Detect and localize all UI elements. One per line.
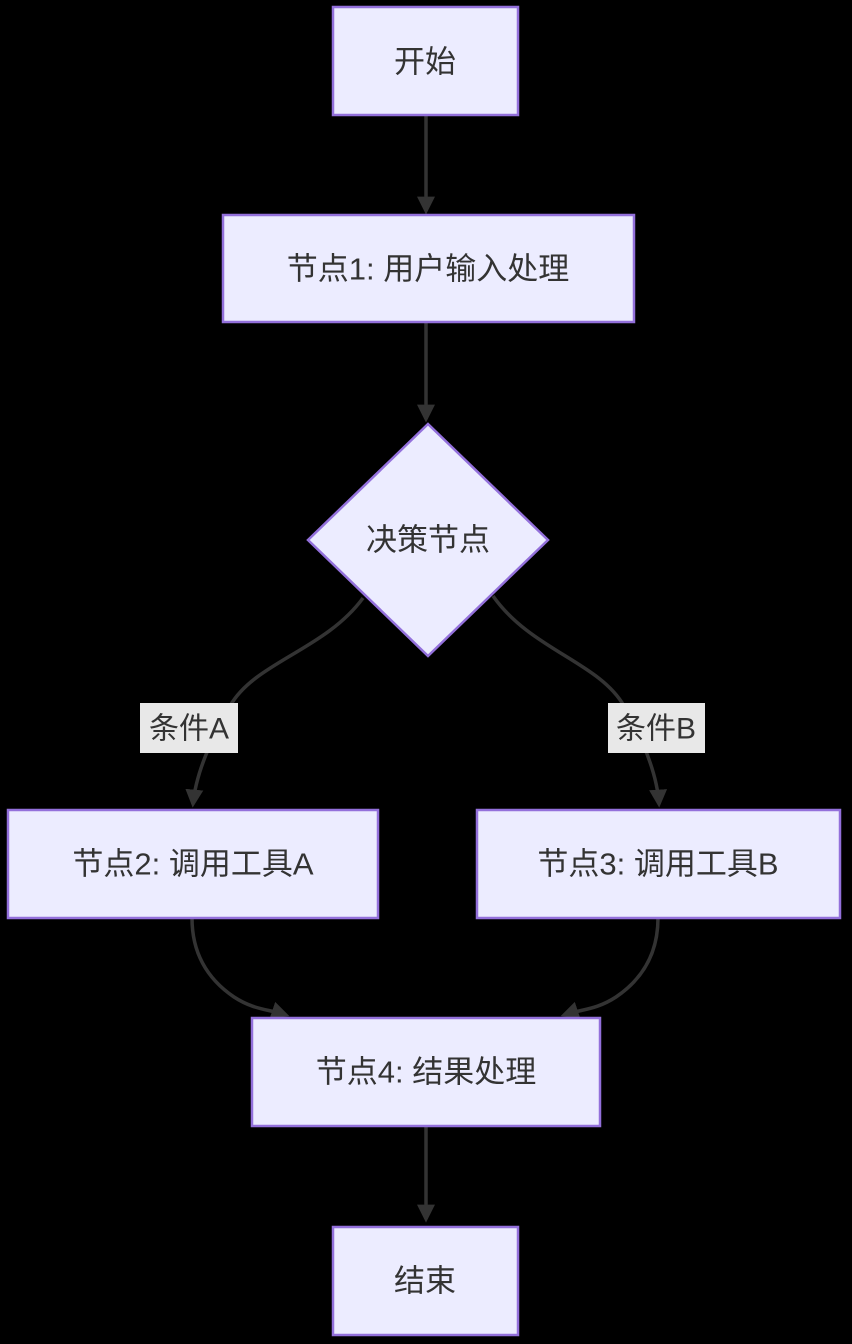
node-2-shape (6, 808, 380, 920)
node-3-tool-b: 节点3: 调用工具B (475, 808, 842, 920)
edges (185, 115, 668, 1223)
edge-label-text: 条件B (616, 713, 696, 746)
edge-label-condition-b: 条件B (608, 703, 705, 753)
node-4-shape (250, 1016, 602, 1128)
node-start-label: 开始 (394, 45, 456, 80)
edge-decision-to-node3 (491, 594, 668, 808)
edge-label-text: 条件A (149, 713, 229, 746)
node-1-user-input: 节点1: 用户输入处理 (221, 213, 636, 324)
edge-label-bg (608, 703, 705, 753)
node-decision-shape (306, 422, 550, 658)
edge-decision-to-node2 (185, 596, 365, 808)
node-start: 开始 (331, 5, 520, 117)
node-end-label: 结束 (394, 1264, 456, 1299)
node-4-label: 节点4: 结果处理 (316, 1055, 536, 1090)
node-2-label: 节点2: 调用工具A (72, 847, 313, 882)
edge-label-condition-a: 条件A (140, 703, 238, 753)
node-4-result: 节点4: 结果处理 (250, 1016, 602, 1128)
edge-node3-to-node4 (560, 917, 660, 1019)
node-end-shape (331, 1225, 520, 1337)
node-3-shape (475, 808, 842, 920)
node-end: 结束 (331, 1225, 520, 1337)
edge-label-bg (140, 703, 238, 753)
node-start-shape (331, 5, 520, 117)
node-1-label: 节点1: 用户输入处理 (287, 252, 569, 287)
node-2-tool-a: 节点2: 调用工具A (6, 808, 380, 920)
node-decision: 决策节点 (306, 422, 550, 658)
node-1-shape (221, 213, 636, 324)
node-decision-label: 决策节点 (366, 523, 490, 558)
node-3-label: 节点3: 调用工具B (537, 847, 778, 882)
edge-node2-to-node4 (190, 917, 290, 1019)
